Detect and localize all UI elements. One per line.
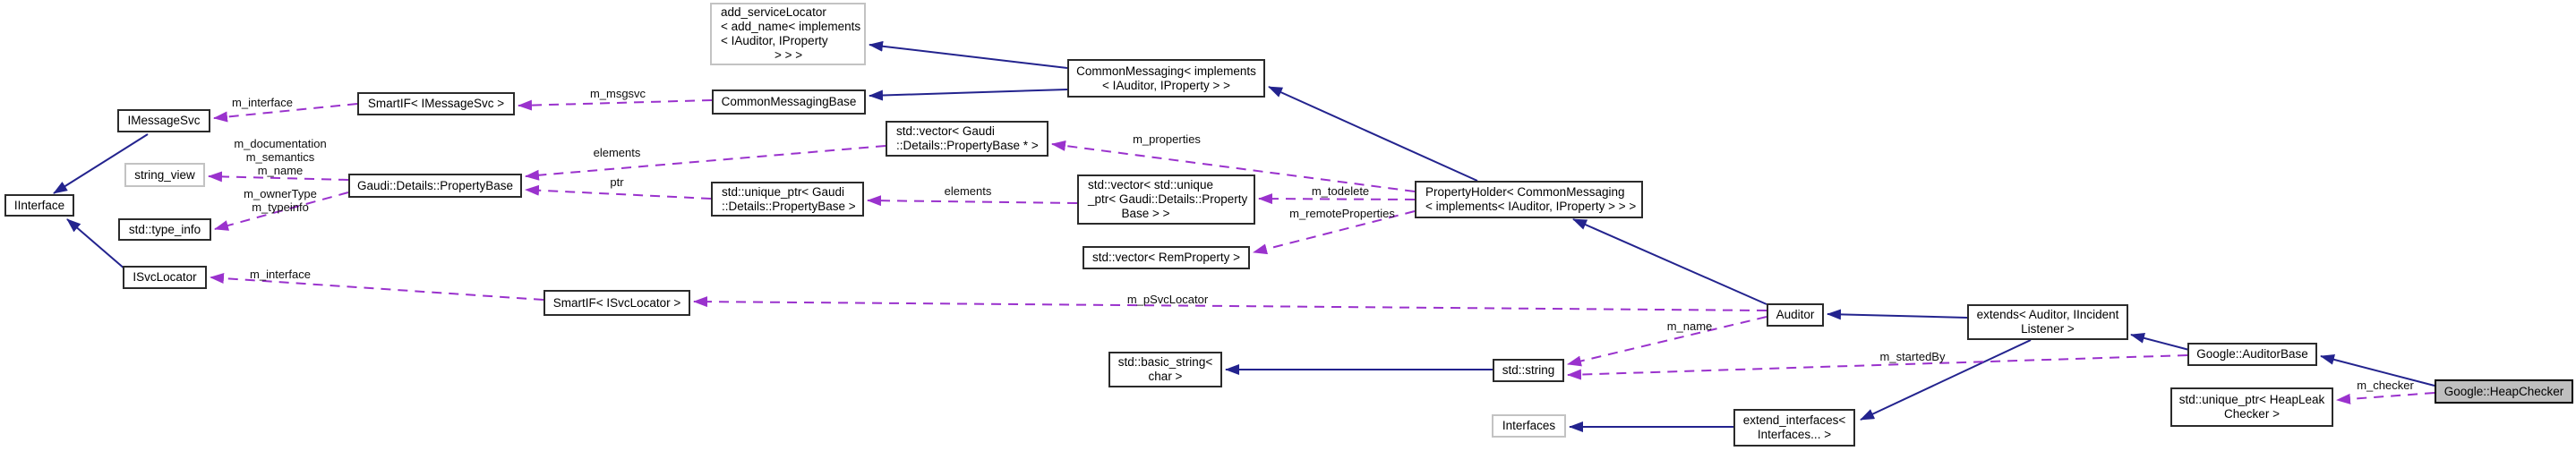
node-google-auditorbase[interactable]: Google::AuditorBase (2187, 343, 2317, 366)
edge-propertyholder-to-commonmessaging (1268, 86, 1478, 182)
edge-label-vector-ptr-to-propertybase: elements (593, 146, 641, 159)
edge-propertybase-to-type-info (214, 191, 349, 231)
edge-unique-ptr-to-propertybase (525, 184, 712, 200)
node-gaudi-details-propertybase[interactable]: Gaudi::Details::PropertyBase (348, 174, 522, 198)
node-string-view: string_view (124, 163, 205, 187)
node-google-heapchecker: Google::HeapChecker (2435, 379, 2573, 404)
edge-imessagesvc-to-iinterface (53, 133, 149, 194)
edge-label-propertybase-to-string-view: m_documentation m_semantics m_name (234, 137, 327, 177)
edge-propertyholder-to-vector-unique (1258, 193, 1416, 205)
edge-auditorbase-to-string (1567, 354, 2188, 380)
edge-label-vector-unique-to-unique-ptr: elements (944, 184, 992, 198)
edge-label-propertyholder-to-vector-unique: m_todelete (1311, 184, 1370, 198)
node-std-string[interactable]: std::string (1493, 359, 1564, 382)
edge-commonmessagingbase-to-smartif (518, 99, 713, 111)
edge-label-propertyholder-to-vector-remproperty: m_remoteProperties (1289, 207, 1395, 220)
edge-label-auditor-to-string: m_name (1666, 319, 1713, 333)
node-unique-ptr-propertybase[interactable]: std::unique_ptr< Gaudi ::Details::Proper… (711, 182, 864, 217)
edge-propertyholder-to-vector-remproperty (1253, 210, 1416, 255)
node-add-servicelocator: add_serviceLocator < add_name< implement… (710, 3, 866, 65)
node-std-basic-string[interactable]: std::basic_string< char > (1108, 352, 1222, 387)
node-imessagesvc[interactable]: IMessageSvc (117, 109, 210, 132)
node-auditor[interactable]: Auditor (1767, 303, 1824, 327)
edge-heapchecker-to-unique-ptr-heapleak (2336, 392, 2435, 404)
edge-label-auditor-to-smartif-isvclocator: m_pSvcLocator (1126, 293, 1209, 306)
edge-auditor-to-propertyholder (1572, 218, 1767, 305)
edge-label-propertybase-to-type-info: m_ownerType m_typeinfo (244, 187, 317, 214)
edge-extends-to-extend-interfaces (1860, 339, 2032, 421)
edge-commonmessaging-to-commonmessagingbase (869, 89, 1068, 101)
node-commonmessagingbase[interactable]: CommonMessagingBase (712, 89, 866, 115)
node-std-type-info[interactable]: std::type_info (118, 218, 211, 241)
edge-heapchecker-to-auditorbase (2320, 353, 2435, 387)
node-vector-remproperty[interactable]: std::vector< RemProperty > (1083, 246, 1250, 269)
node-smartif-isvclocator[interactable]: SmartIF< ISvcLocator > (543, 290, 690, 316)
edge-vector-ptr-to-propertybase (525, 145, 886, 181)
edge-propertybase-to-string-view (208, 171, 349, 183)
node-vector-propertybase-ptr[interactable]: std::vector< Gaudi ::Details::PropertyBa… (886, 121, 1048, 157)
node-unique-ptr-heapleakchecker[interactable]: std::unique_ptr< HeapLeak Checker > (2170, 387, 2333, 427)
edge-smartif-imessagesvc-to-imessagesvc (213, 103, 358, 123)
edge-label-smartif-imessagesvc-to-imessagesvc: m_interface (232, 96, 293, 109)
node-propertyholder[interactable]: PropertyHolder< CommonMessaging < implem… (1415, 181, 1643, 218)
edge-auditorbase-to-extends (2130, 332, 2190, 351)
edge-extends-to-auditor (1827, 309, 1968, 320)
edge-smartif-isvclocator-to-isvclocator (210, 273, 544, 301)
edge-auditor-to-string (1567, 316, 1767, 367)
node-extend-interfaces[interactable]: extend_interfaces< Interfaces... > (1733, 409, 1855, 447)
edge-commonmessaging-to-add-servicelocator (869, 40, 1068, 69)
node-commonmessaging[interactable]: CommonMessaging< implements < IAuditor, … (1067, 59, 1265, 98)
node-smartif-imessagesvc[interactable]: SmartIF< IMessageSvc > (357, 92, 515, 115)
node-isvclocator[interactable]: ISvcLocator (123, 266, 207, 289)
edge-label-commonmessagingbase-to-smartif: m_msgsvc (589, 87, 646, 100)
node-extends-auditor-iincidentlistener[interactable]: extends< Auditor, IIncident Listener > (1967, 304, 2128, 340)
edge-label-unique-ptr-to-propertybase: ptr (610, 175, 624, 189)
edge-vector-unique-to-unique-ptr (867, 195, 1078, 207)
edge-label-auditorbase-to-string: m_startedBy (1879, 350, 1946, 363)
edge-label-propertyholder-to-vector-ptr: m_properties (1133, 132, 1201, 146)
node-interfaces: Interfaces (1492, 414, 1566, 438)
node-iinterface[interactable]: IInterface (4, 194, 74, 217)
edge-label-smartif-isvclocator-to-isvclocator: m_interface (250, 268, 311, 281)
node-vector-unique-ptr[interactable]: std::vector< std::unique _ptr< Gaudi::De… (1077, 174, 1255, 225)
edge-isvclocator-to-iinterface (66, 218, 126, 270)
edge-label-heapchecker-to-unique-ptr-heapleak: m_checker (2357, 379, 2414, 392)
edge-auditor-to-smartif-isvclocator (693, 296, 1767, 311)
